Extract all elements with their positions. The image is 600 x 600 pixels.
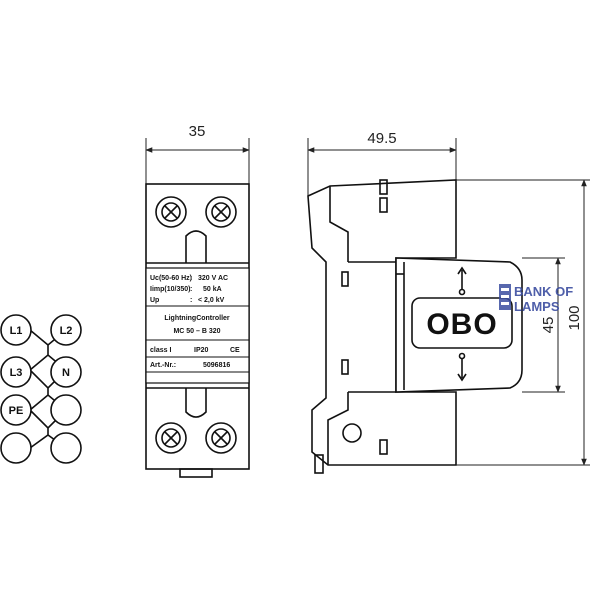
spec-uc-label: Uc(50-60 Hz) — [150, 275, 192, 282]
terminal-label-pe: PE — [9, 405, 24, 417]
article-label: Art.-Nr.: — [150, 362, 176, 369]
model-text: MC 50 – B 320 — [173, 328, 220, 335]
terminal-l2 — [50, 314, 82, 346]
class-text: class I — [150, 347, 171, 354]
front-bottom-screw-right — [205, 422, 237, 454]
spec-up-value: < 2,0 kV — [198, 297, 225, 304]
bank-of-lamps-watermark: BANK OF LAMPS — [499, 284, 573, 314]
side-width-dimension — [307, 138, 457, 200]
spec-iimp-value: 50 kA — [203, 286, 222, 293]
terminal-label-l1: L1 — [10, 325, 23, 337]
terminal-label-l2: L2 — [60, 325, 73, 337]
total-height-value: 100 — [566, 305, 583, 330]
front-width-dimension — [145, 138, 250, 185]
inner-height-value: 45 — [540, 317, 557, 334]
spec-up-sep: : — [190, 297, 192, 304]
terminal-blank-3 — [50, 432, 82, 464]
front-top-screw-right — [205, 196, 237, 228]
side-width-value: 49.5 — [367, 130, 396, 147]
spec-uc-value: 320 V AC — [198, 275, 228, 282]
inner-height-dimension — [522, 257, 565, 393]
terminal-pe — [0, 394, 32, 426]
terminal-n — [50, 356, 82, 388]
terminal-l1 — [0, 314, 32, 346]
spec-iimp-label: Iimp(10/350) — [150, 286, 190, 293]
terminal-label-l3: L3 — [10, 367, 23, 379]
front-bottom-screw-left — [155, 422, 187, 454]
obo-logo: OBO — [426, 308, 497, 341]
side-view — [307, 179, 523, 474]
front-top-screw-left — [155, 196, 187, 228]
total-height-dimension — [456, 179, 590, 466]
terminal-l3 — [0, 356, 32, 388]
spec-uc-sep: : — [190, 275, 192, 282]
article-number: 5096816 — [203, 362, 230, 369]
label-plate: Uc(50-60 Hz) : 320 V AC Iimp(10/350) : 5… — [145, 267, 250, 384]
watermark-line2: LAMPS — [514, 299, 560, 314]
spec-iimp-sep: : — [190, 286, 192, 293]
obo-logo-frame — [411, 297, 513, 349]
product-name: LightningController — [164, 315, 230, 322]
front-width-value: 35 — [189, 123, 206, 140]
lamp-icon — [499, 284, 511, 310]
ce-mark: CE — [230, 347, 240, 354]
terminal-label-n: N — [62, 367, 70, 379]
spec-up-label: Up — [150, 297, 159, 304]
watermark-line1: BANK OF — [514, 284, 573, 299]
terminal-schematic — [0, 314, 82, 464]
terminal-blank-2 — [0, 432, 32, 464]
status-indicator — [342, 423, 362, 443]
ip-text: IP20 — [194, 347, 209, 354]
terminal-blank-1 — [50, 394, 82, 426]
